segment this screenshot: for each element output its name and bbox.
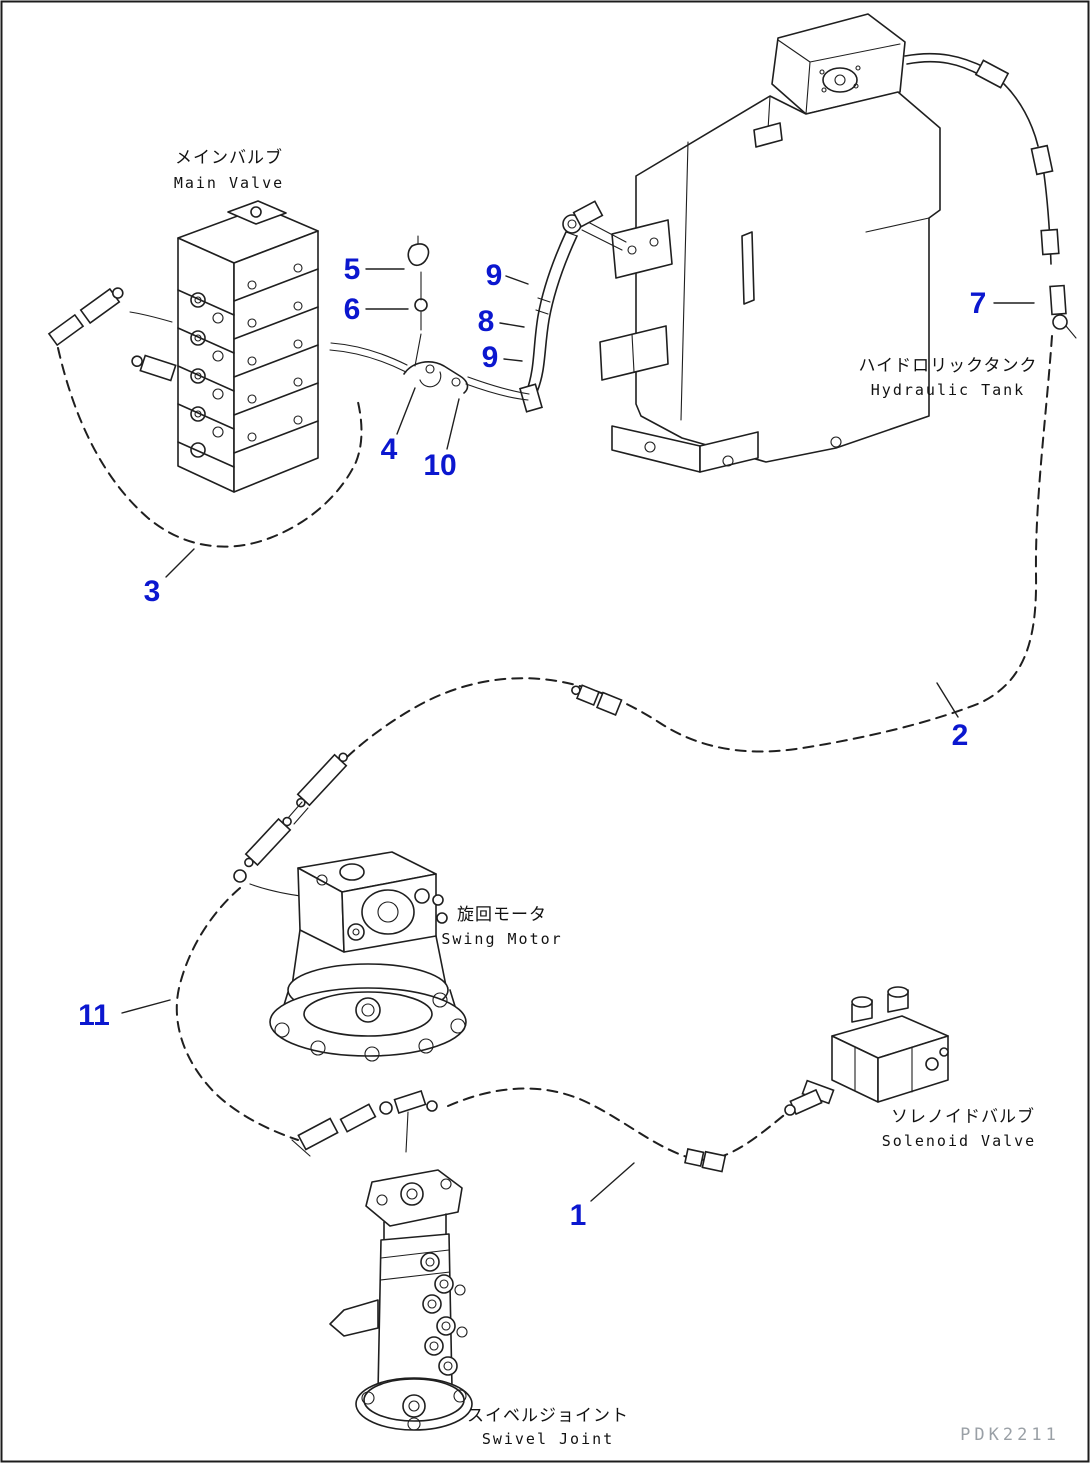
main-valve-ports xyxy=(190,292,224,458)
callout-9a: 9 xyxy=(486,259,503,292)
tank-mount-plate xyxy=(611,219,673,279)
tube-8-assembly xyxy=(519,200,627,413)
swivel-joint-label-jp: スイベルジョイント xyxy=(467,1406,629,1426)
callout-3: 3 xyxy=(144,575,161,608)
clip-part-5 xyxy=(407,243,430,267)
callout-5: 5 xyxy=(344,253,361,286)
solenoid-valve-label-jp: ソレノイドバルブ xyxy=(891,1106,1035,1127)
callout-2: 2 xyxy=(952,719,969,752)
swivel-port-bosses xyxy=(420,1252,468,1376)
callout-4: 4 xyxy=(381,433,398,466)
hydraulic-tank-label-en: Hydraulic Tank xyxy=(871,381,1025,399)
solenoid-valve-label-en: Solenoid Valve xyxy=(882,1132,1036,1150)
main-valve-bolts xyxy=(247,263,303,442)
left-hose-fitting xyxy=(47,287,173,347)
elbow-fitting xyxy=(233,869,247,883)
main-valve-label-en: Main Valve xyxy=(174,174,284,192)
plug-part-7 xyxy=(1049,284,1077,339)
swing-motor-label-en: Swing Motor xyxy=(441,930,562,948)
hydraulic-tank xyxy=(599,13,941,473)
hose-1 xyxy=(447,1087,789,1161)
tank-right-piping xyxy=(904,52,1077,339)
swivel-bracket xyxy=(329,1299,379,1337)
bolt-part-6 xyxy=(414,298,428,312)
solenoid-valve xyxy=(784,986,949,1116)
clamp-10 xyxy=(451,377,461,387)
callout-11: 11 xyxy=(78,999,110,1032)
hose-3 xyxy=(57,347,363,548)
main-valve-assembly xyxy=(131,200,319,493)
valve-side-fitting xyxy=(131,354,177,382)
tank-brackets xyxy=(599,325,842,473)
callout-9b: 9 xyxy=(482,341,499,374)
callout-6: 6 xyxy=(344,293,361,326)
swivel-joint xyxy=(329,1169,473,1431)
hose-2-coupling xyxy=(571,684,623,716)
drawing-number: PDK2211 xyxy=(960,1425,1060,1445)
callout-8: 8 xyxy=(478,305,495,338)
callout-7: 7 xyxy=(970,287,987,320)
filler-port xyxy=(822,67,858,93)
clamp-and-link-hose xyxy=(329,235,530,401)
swing-motor xyxy=(269,851,467,1062)
hydraulic-tank-label-jp: ハイドロリックタンク xyxy=(859,356,1038,376)
main-valve-label-jp: メインバルブ xyxy=(175,147,283,168)
swing-motor-label-jp: 旋回モータ xyxy=(457,905,547,925)
swivel-inlet-fittings xyxy=(291,1090,438,1157)
hose-11 xyxy=(175,887,299,1141)
callout-1: 1 xyxy=(570,1199,587,1232)
callout-leaders xyxy=(121,268,1035,1202)
hose-2 xyxy=(346,335,1053,758)
callout-10: 10 xyxy=(423,449,456,482)
solenoid-cans xyxy=(851,986,909,1023)
swivel-joint-label-en: Swivel Joint xyxy=(482,1430,614,1448)
hose-1-coupling xyxy=(684,1148,727,1173)
clamp-4 xyxy=(403,361,469,394)
